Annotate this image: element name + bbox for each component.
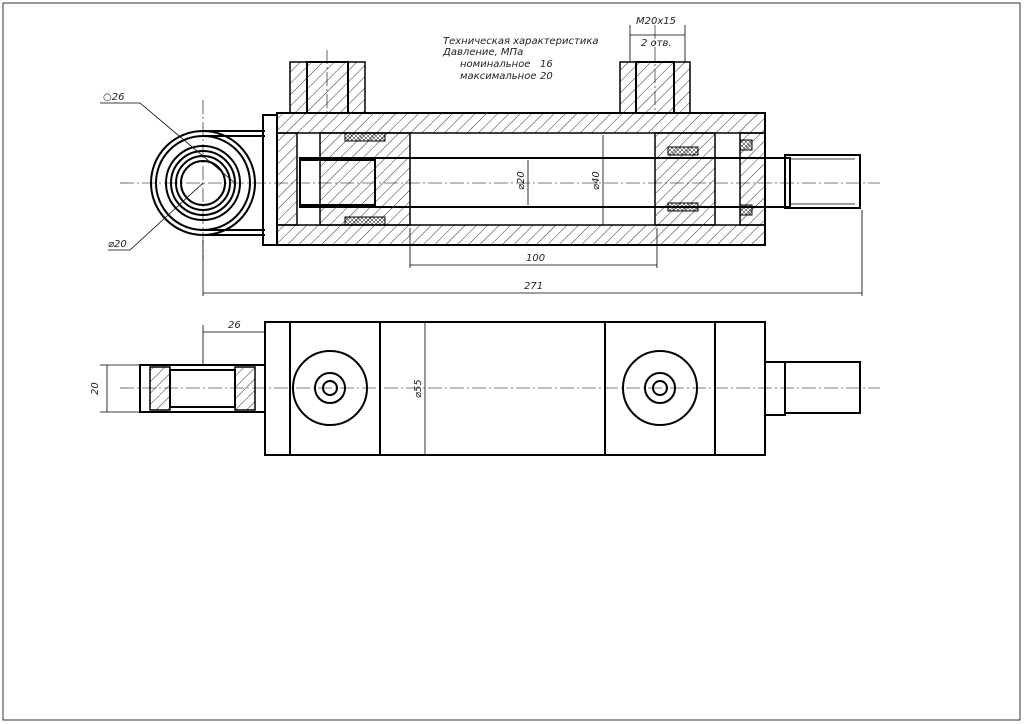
dim-thread: M20x15: [636, 16, 676, 27]
spec-nominal-value: 16: [540, 59, 553, 70]
section-view: [120, 25, 880, 260]
spec-block: Техническая характеристика Давление, МПа…: [442, 36, 599, 82]
dim-eye-width: 20: [90, 382, 101, 395]
dim-length: 271: [524, 281, 543, 292]
dim-rod: ⌀20: [516, 171, 527, 190]
spec-max-label: максимальное: [460, 71, 536, 82]
spec-max-value: 20: [540, 71, 553, 82]
dim-body: ⌀55: [413, 379, 424, 398]
dimensions: [100, 25, 863, 455]
dim-eye-offset: 26: [228, 320, 241, 331]
spec-pressure: Давление, МПа: [442, 47, 523, 58]
spec-nominal-label: номинальное: [460, 59, 530, 70]
eye-lug: [150, 130, 265, 236]
side-view: [120, 321, 880, 456]
dim-eye-outer: ○26: [103, 92, 124, 103]
spec-title: Техническая характеристика: [443, 36, 599, 47]
dim-bore: ⌀40: [591, 171, 602, 190]
dim-holes: 2 отв.: [641, 38, 672, 49]
dim-stroke: 100: [526, 253, 545, 264]
dim-eye-bore: ⌀20: [108, 239, 127, 250]
